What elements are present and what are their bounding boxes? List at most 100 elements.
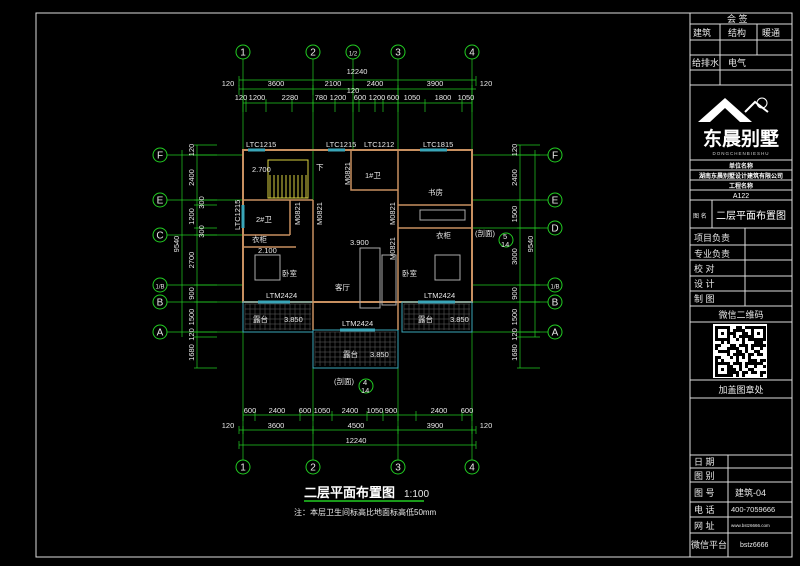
- section-label: (剖面): [334, 376, 354, 386]
- dimension-value: 3600: [268, 79, 285, 88]
- axis-label: D: [551, 224, 558, 235]
- bed-right: [434, 254, 461, 281]
- door-label: M0821: [388, 237, 397, 260]
- role-label: 专业负责: [694, 248, 730, 259]
- section-marks: (剖面) 4 14 (剖面) 5 14: [334, 228, 514, 395]
- axis-bubble-bottom: 3: [390, 459, 406, 475]
- category-label: 图 别: [694, 471, 715, 481]
- window-label: LTC1815: [423, 140, 453, 149]
- dimension-value: 1050: [458, 93, 475, 102]
- dimension-value: 3600: [268, 421, 285, 430]
- door-label: M0821: [293, 202, 302, 225]
- dimension-value: 300: [197, 196, 206, 209]
- discipline-label: 暖通: [762, 27, 780, 38]
- role-label: 设 计: [694, 278, 715, 289]
- axis-bubble-bottom: 4: [464, 459, 480, 475]
- dimension-value: 120: [222, 421, 235, 430]
- elevation: 2.700: [252, 165, 271, 174]
- dimension-value: 120: [510, 144, 519, 157]
- room-label: 衣柜: [252, 234, 267, 244]
- bed-left: [254, 254, 281, 281]
- axis-bubble-right: D: [547, 220, 563, 236]
- axis-label: A: [157, 328, 164, 339]
- axis-bubble-right: A: [547, 324, 563, 340]
- stair-treads: [269, 175, 307, 198]
- dimension-value: 3900: [427, 79, 444, 88]
- role-label: 校 对: [694, 263, 715, 274]
- website[interactable]: www.bstz6666.com: [731, 523, 770, 528]
- dimension-value: 780: [315, 93, 328, 102]
- discipline-label: 建筑: [693, 27, 711, 38]
- exterior-wall: [242, 149, 473, 303]
- phone-label: 电 话: [694, 504, 715, 515]
- sofa: [381, 254, 397, 306]
- axis-bubble-right: 1/B: [547, 277, 563, 293]
- project-label: 工程名称: [729, 182, 753, 190]
- company-name: 湖南东晨别墅设计建筑有限公司: [699, 172, 783, 180]
- room-label: 2#卫: [256, 215, 272, 224]
- phone: 400-7059666: [731, 505, 775, 514]
- drawing-scale: 1:100: [404, 489, 429, 500]
- axis-label: E: [157, 196, 164, 207]
- discipline-label: 结构: [728, 27, 746, 38]
- dimension-value: 1500: [510, 309, 519, 326]
- axis-bubble-left: A: [152, 324, 168, 340]
- dimension-value: 12240: [346, 436, 367, 445]
- dimension-value: 9540: [172, 236, 181, 253]
- dimension-value: 120: [480, 79, 493, 88]
- door-label: M0821: [315, 202, 324, 225]
- dimension-value: 120: [510, 328, 519, 341]
- axis-bubble-left: F: [152, 147, 168, 163]
- dimension-value: 3000: [510, 248, 519, 265]
- room-labels: 1#卫 2#卫 书房 卧室 卧室 客厅 露台 露台 露台 下 衣柜 衣柜 2.7…: [252, 163, 469, 359]
- axis-label: 1/B: [550, 285, 559, 291]
- logo-text: 东晨别墅: [703, 127, 779, 150]
- axis-label: 2: [310, 463, 316, 474]
- qr-code: [713, 324, 767, 378]
- dimension-value: 9540: [526, 236, 535, 253]
- dimension-value: 900: [510, 287, 519, 300]
- dimension-value: 900: [187, 287, 196, 300]
- room-label: 卧室: [282, 268, 297, 278]
- axis-bubble-right: F: [547, 147, 563, 163]
- elevation: 3.850: [450, 315, 469, 324]
- floor-plan: [241, 148, 473, 369]
- elevation: 3.850: [370, 350, 389, 359]
- elevation: 3.900: [350, 238, 369, 247]
- stair-label: 下: [316, 163, 324, 172]
- dimension-value: 1200: [187, 208, 196, 225]
- section-num: 4: [363, 378, 367, 387]
- dimension-value: 4500: [348, 421, 365, 430]
- axis-label: 3: [395, 48, 401, 59]
- window-label: LTC1215: [246, 140, 276, 149]
- axis-label: F: [157, 151, 163, 162]
- axis-bubble-top: 2: [305, 44, 321, 60]
- axis-bubble-top: 4: [464, 44, 480, 60]
- dimension-value: 120: [187, 328, 196, 341]
- axis-bubble-top: 1: [235, 44, 251, 60]
- dimension-value: 1200: [369, 93, 386, 102]
- axis-bubble-right: B: [547, 294, 563, 310]
- title-block: [689, 12, 793, 558]
- date-label: 日 期: [694, 457, 715, 467]
- dimension-value: 3900: [427, 421, 444, 430]
- section-sheet: 14: [501, 240, 509, 249]
- dimension-value: 1680: [187, 344, 196, 361]
- dimension-value: 1050: [404, 93, 421, 102]
- discipline-label: 给排水: [692, 57, 719, 68]
- dimension-value: 600: [387, 93, 400, 102]
- axis-bubble-left: 1/B: [152, 277, 168, 293]
- dimension-value: 1200: [330, 93, 347, 102]
- axis-bubble-top: 3: [390, 44, 406, 60]
- window-marks: [241, 148, 455, 332]
- room-label: 卧室: [402, 268, 417, 278]
- dimension-value: 600: [299, 406, 312, 415]
- axis-label: A: [552, 328, 559, 339]
- axis-label: 1/2: [349, 52, 358, 58]
- section-label: (剖面): [475, 228, 495, 238]
- company-label: 单位名称: [729, 162, 753, 170]
- discipline-label: 电气: [728, 57, 746, 68]
- axis-label: E: [552, 196, 559, 207]
